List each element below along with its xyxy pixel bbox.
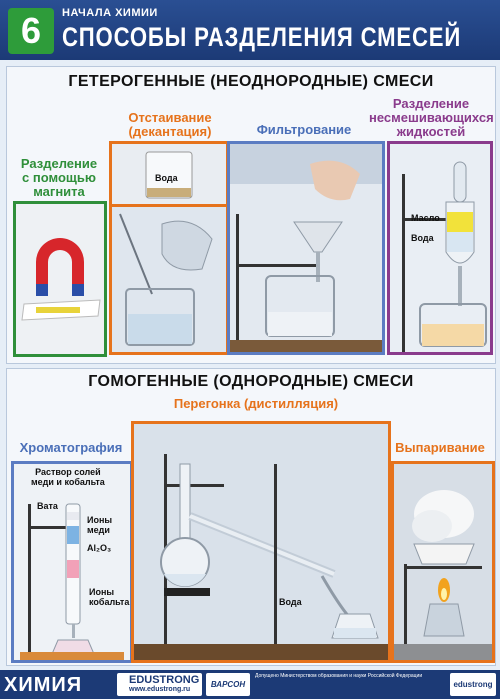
distillation-image [131,421,391,663]
evaporation-image [391,461,495,663]
cobalt-ions-tag: Ионы кобальта [89,587,130,607]
filtration-label: Фильтрование [256,122,352,137]
homogeneous-section: ГОМОГЕННЫЕ (ОДНОРОДНЫЕ) СМЕСИ Хроматогра… [6,368,496,666]
chapter-number: 6 [8,8,54,54]
liquids-water-tag: Вода [411,233,434,243]
magnet-image [13,201,107,357]
heterogeneous-title: ГЕТЕРОГЕННЫЕ (НЕОДНОРОДНЫЕ) СМЕСИ [68,73,434,90]
footer-publisher-name: ВАРСОН [210,680,246,689]
homogeneous-title: ГОМОГЕННЫЕ (ОДНОРОДНЫЕ) СМЕСИ [88,373,414,390]
chromatography-image [11,461,133,663]
filtration-image [227,141,385,355]
liquids-oil-tag: Масло [411,213,440,223]
settling-label: Отстаивание (декантация) [128,110,212,139]
footer-brand-name: EDUSTRONG [129,674,200,686]
heterogeneous-section: ГЕТЕРОГЕННЫЕ (НЕОДНОРОДНЫЕ) СМЕСИ Раздел… [6,66,496,364]
liquids-label: Разделение несмешивающихся жидкостей [369,96,494,139]
settling-water-tag: Вода [155,173,178,183]
footer: ХИМИЯ EDUSTRONG www.edustrong.ru ВАРСОН … [0,670,500,699]
alumina-tag: Al₂O₃ [87,543,112,553]
copper-ions-tag: Ионы меди [87,515,113,535]
page-title: СПОСОБЫ РАЗДЕЛЕНИЯ СМЕСЕЙ [62,22,462,52]
distillation-label: Перегонка (дистилляция) [173,396,339,411]
liquids-image [387,141,493,355]
footer-subject: ХИМИЯ [4,674,83,696]
magnet-label: Разделение с помощью магнита [20,156,98,199]
footer-logo: edustrong [450,673,496,696]
chromatography-label: Хроматография [19,440,123,455]
settling-image [109,141,229,355]
distillation-water-tag: Вода [279,597,302,607]
evaporation-label: Выпаривание [395,440,485,455]
series-title: НАЧАЛА ХИМИИ [62,7,158,19]
footer-note: Допущено Министерством образования и нау… [255,673,423,679]
cotton-tag: Вата [37,501,58,511]
footer-brand: EDUSTRONG www.edustrong.ru [117,673,202,696]
footer-publisher: ВАРСОН [206,673,250,696]
header: 6 НАЧАЛА ХИМИИ СПОСОБЫ РАЗДЕЛЕНИЯ СМЕСЕЙ [0,0,500,60]
footer-url: www.edustrong.ru [129,686,191,693]
solution-tag: Раствор солей меди и кобальта [31,467,105,487]
footer-logo-text: edustrong [453,680,493,689]
